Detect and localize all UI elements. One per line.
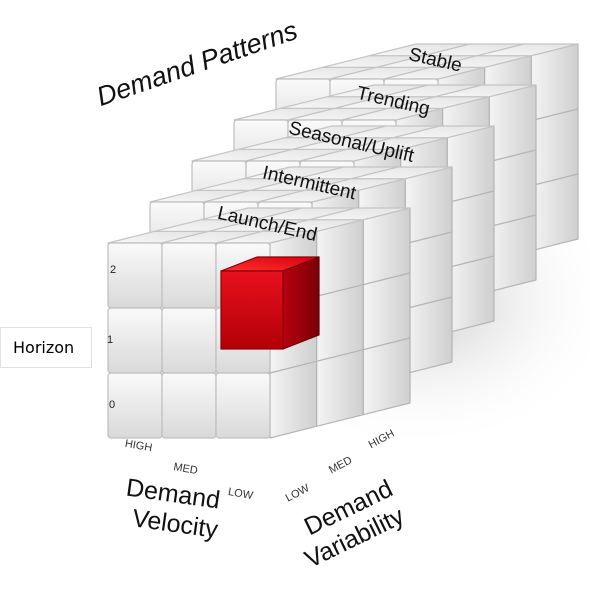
slab-top-cell [476, 43, 579, 57]
slab-side-cell [488, 149, 537, 228]
slab-top-cell [392, 125, 495, 139]
slab-front-cell [107, 307, 163, 374]
slab-side-cell [530, 43, 579, 122]
velocity-tick-low: LOW [227, 486, 254, 502]
slab-front-cell [107, 372, 163, 439]
slab-side-cell [446, 255, 495, 334]
horizon-tick-2: 2 [110, 264, 116, 276]
slab-side-cell [488, 214, 537, 293]
slab-side-cell [404, 166, 453, 245]
variability-tick-med: MED [327, 454, 354, 476]
slab-side-cell [316, 349, 364, 427]
slab-front-cell [161, 372, 217, 439]
velocity-tick-high: HIGH [124, 438, 153, 455]
slab-top-cell [350, 166, 453, 180]
slab-front-cell [215, 372, 271, 439]
diagram-title: Demand Patterns [93, 15, 301, 112]
slab-side-cell [269, 360, 318, 439]
highlighted-cube-side [282, 256, 320, 350]
variability-tick-low: LOW [284, 482, 312, 505]
slab-side-cell [446, 125, 495, 204]
highlighted-cube-front [220, 270, 284, 350]
slab-side-cell [530, 108, 579, 187]
slab-front-cell [161, 242, 217, 309]
slab-side-cell [488, 84, 537, 163]
slab-side-cell [362, 337, 411, 416]
slab-front-cell [107, 242, 163, 309]
slab-front-cell [161, 307, 217, 374]
slab-side-cell [530, 173, 579, 252]
slab-side-cell [404, 231, 453, 310]
highlighted-cube [220, 256, 320, 350]
slab-side-cell [316, 219, 364, 297]
slab-side-cell [362, 272, 411, 351]
velocity-tick-med: MED [172, 461, 198, 477]
slab-top-cell [308, 207, 411, 221]
horizon-tick-0: 0 [109, 399, 115, 411]
slab-side-cell [316, 284, 364, 362]
pattern-slabs: StableTrendingSeasonal/UpliftIntermitten… [107, 43, 579, 439]
slab-side-cell [404, 296, 453, 375]
slab-side-cell [362, 207, 411, 286]
slab-top-cell [434, 84, 537, 98]
slab-side-cell [446, 190, 495, 269]
horizon-tick-1: 1 [107, 334, 113, 346]
horizon-label: Horizon [0, 327, 92, 368]
